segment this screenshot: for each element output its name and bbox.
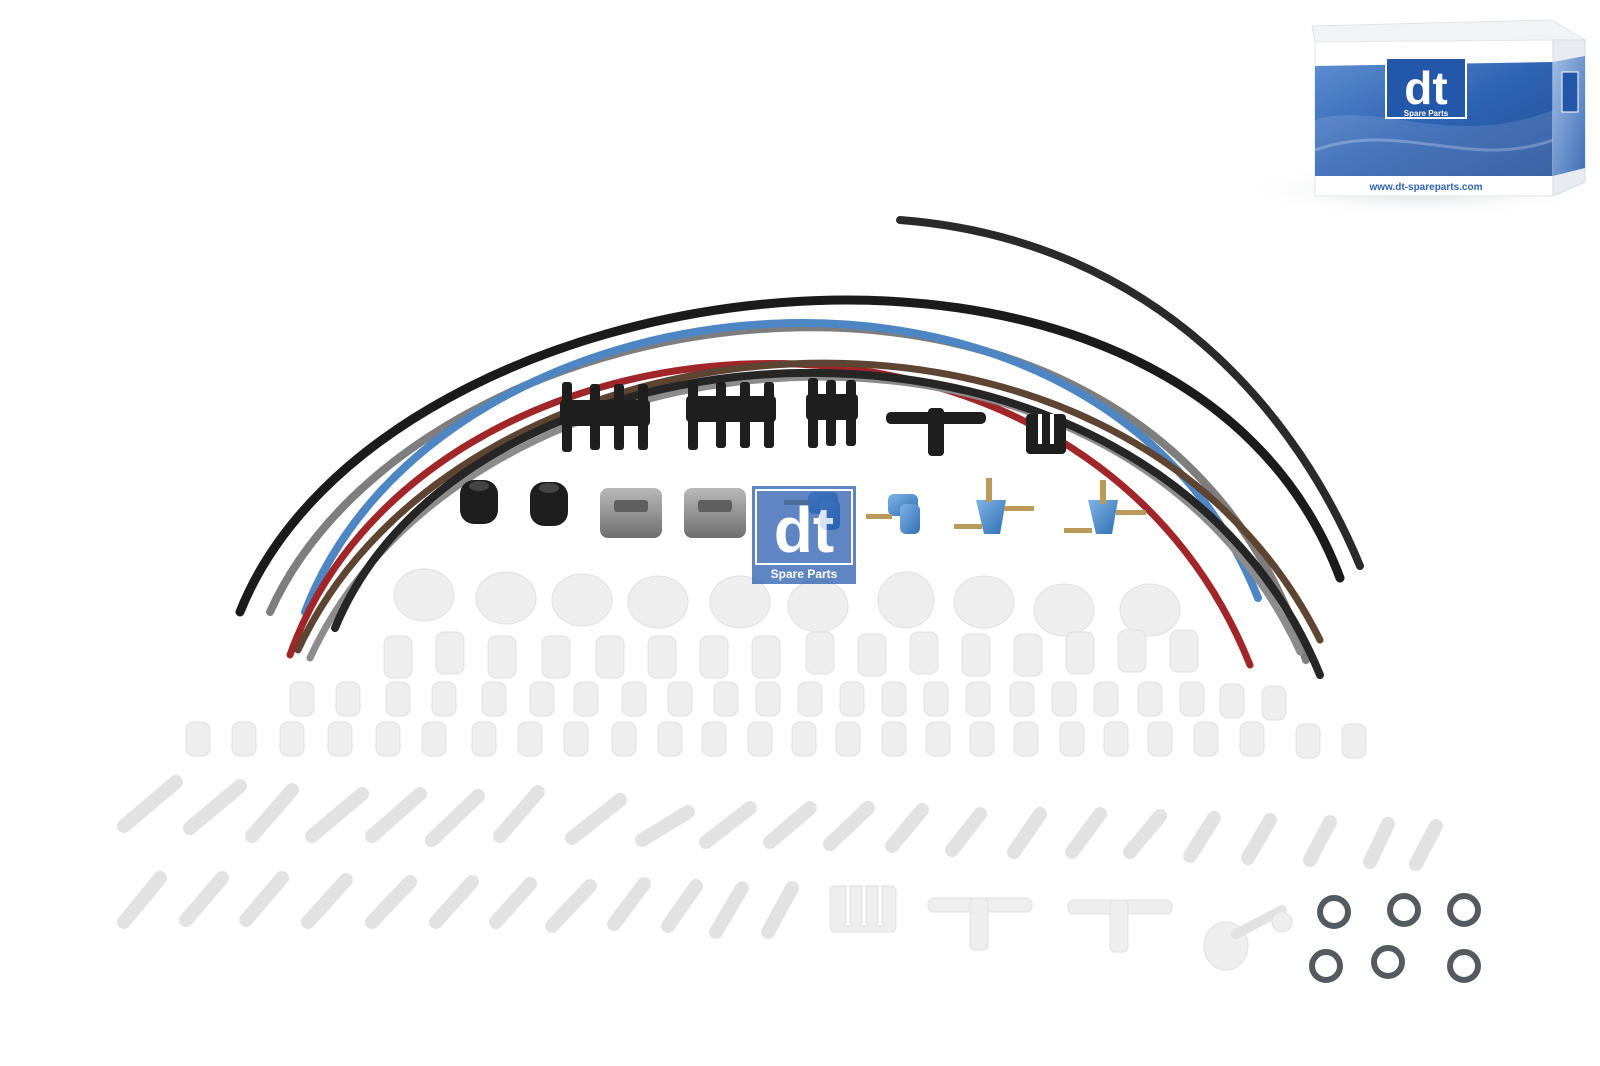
box-logo-square	[1385, 57, 1467, 119]
plug-stem-translucent	[1203, 905, 1293, 971]
straight-connector-row-1	[117, 775, 1443, 871]
hose-clamps	[1309, 893, 1481, 983]
hose-blue	[301, 319, 1262, 616]
manifold-connector-1	[560, 382, 650, 452]
hose-clamp-1	[1317, 895, 1351, 929]
hose-grey	[266, 323, 1310, 664]
hose-brown	[294, 359, 1324, 654]
grey-clip-2	[684, 488, 746, 538]
plug-row-2	[289, 681, 1287, 721]
grey-clips	[600, 488, 746, 538]
hose-clamp-5	[1371, 945, 1405, 979]
box-logo-letters: dt	[1404, 62, 1447, 114]
hose-black-right	[896, 216, 1364, 570]
watermark-tagline: Spare Parts	[771, 567, 838, 581]
product-box: dt Spare Parts www.dt-spareparts.com	[1240, 19, 1600, 218]
hose-clamp-4	[1309, 949, 1343, 983]
plug-row-3	[185, 721, 1367, 759]
box-website: www.dt-spareparts.com	[1369, 182, 1483, 193]
grommet-2	[530, 482, 568, 526]
y-connector-1	[954, 478, 1034, 534]
grommet-1	[460, 480, 498, 524]
t-connector-translucent-1	[927, 897, 1033, 951]
straight-connector-row-2	[117, 871, 799, 939]
hose-clamp-2	[1387, 893, 1421, 927]
hose-black-outer	[235, 295, 1345, 617]
cable-clip-black	[1026, 414, 1066, 454]
y-connector-2	[1064, 480, 1146, 534]
box-logo-tagline: Spare Parts	[1404, 109, 1449, 118]
black-parts	[460, 378, 1066, 526]
cap-row	[393, 568, 1181, 637]
manifold-connector-2	[686, 380, 776, 450]
watermark-logo: dt Spare Parts	[752, 486, 856, 584]
grey-clip-1	[600, 488, 662, 538]
t-connector-translucent-2	[1067, 899, 1173, 953]
watermark-letters: dt	[774, 494, 834, 566]
hose-grey-inner	[306, 373, 1304, 662]
plug-row-1	[383, 629, 1199, 679]
hose-clamp-3	[1447, 893, 1481, 927]
watermark-logo-square	[752, 486, 856, 584]
hose-bundle	[235, 216, 1364, 679]
hose-clamp-6	[1447, 949, 1481, 983]
box-top-face	[1311, 19, 1587, 43]
elbow-connector-2	[866, 494, 920, 534]
t-connector-black	[886, 408, 986, 456]
hose-black-inner	[331, 368, 1324, 679]
translucent-parts	[117, 568, 1443, 971]
manifold-connector-3	[806, 378, 858, 448]
cable-clip-translucent	[829, 885, 897, 933]
